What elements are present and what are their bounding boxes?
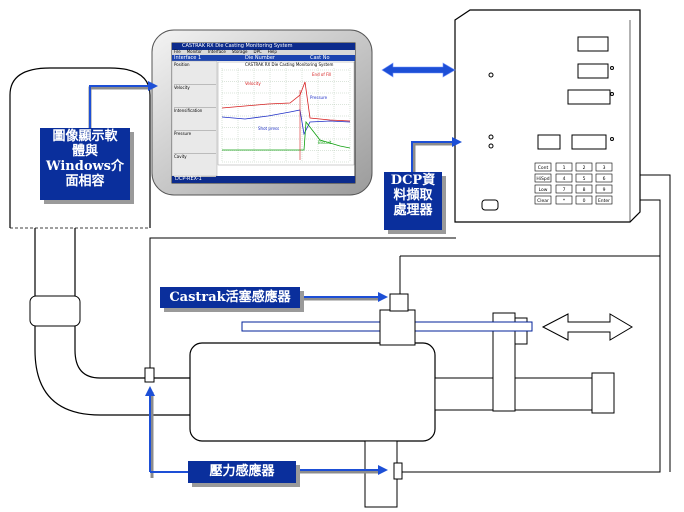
monitor-menu-item[interactable]: DPC (253, 49, 262, 54)
keypad-function-key[interactable] (534, 184, 552, 194)
keypad-key[interactable] (555, 173, 573, 183)
keypad-key[interactable] (575, 173, 593, 183)
keypad-key-label: 6 (603, 176, 606, 182)
monitor-chart-traces (221, 81, 351, 160)
monitor-panel-group: Cavity (174, 154, 216, 177)
keypad-key[interactable] (575, 184, 593, 194)
keypad-function-key[interactable] (534, 162, 552, 172)
monitor-panel-group: Velocity (174, 85, 216, 108)
sensor-cables (149, 174, 671, 473)
trace-label-shot: Shot press (258, 126, 280, 131)
keypad-key-label: * (563, 198, 566, 204)
trace-biscuit (222, 120, 351, 151)
keypad-key-label: 9 (603, 187, 606, 193)
pressure-pipe (144, 367, 403, 508)
monitor-menu-item[interactable]: Help (267, 49, 277, 54)
label-gui-line2: 體與 (71, 143, 98, 159)
keypad-key[interactable] (595, 184, 613, 194)
trace-label-pressure: Pressure (310, 95, 328, 100)
monitor-status: DCP-REX-1 (175, 176, 202, 182)
keypad-key[interactable] (555, 162, 573, 172)
keypad-key-label: 5 (583, 176, 586, 182)
keypad-key-label: 0 (583, 198, 586, 204)
trace-label-biscuit: Biscuit (318, 140, 332, 145)
label-dcp-line3: 處理器 (393, 202, 433, 218)
monitor-chart-grid (221, 68, 351, 163)
monitor-menu: File Monitor Interface Storage DPC Help (174, 49, 283, 54)
keypad-function-key[interactable] (534, 195, 552, 205)
keypad-key-label: 4 (563, 176, 566, 182)
keypad-function-key-label: Clear (537, 198, 549, 204)
keypad-function-key-label: Low (539, 187, 548, 193)
monitor-panel-group: Pressure (174, 131, 216, 154)
monitor-panel-group: Intensification (174, 108, 216, 131)
monitor (151, 29, 373, 196)
keypad-key[interactable] (595, 162, 613, 172)
label-gui-line1: 圖像顯示軟 (52, 129, 118, 144)
dcp-processor (454, 9, 641, 223)
label-dcp-line2: 料擷取 (393, 187, 433, 203)
castrak-sensor-assembly (241, 199, 661, 346)
injection-cylinder (189, 312, 615, 442)
monitor-title: CASTRAK RX Die Casting Monitoring System (182, 43, 293, 49)
monitor-titlebar (172, 43, 355, 50)
keypad-function-key-label: Cont (538, 165, 549, 171)
keypad-key-label: 2 (583, 165, 586, 171)
keypad-key[interactable] (555, 184, 573, 194)
monitor-chart-caption: CASTRAK RX Die Casting Monitoring System (245, 62, 334, 67)
pipe-coupling (29, 295, 81, 327)
label-gui-software: 圖像顯示軟 體與 Windows介 面相容 (40, 128, 130, 200)
keypad-key[interactable] (575, 195, 593, 205)
bidirectional-arrow (381, 62, 456, 78)
keypad-key[interactable] (575, 162, 593, 172)
keypad-key[interactable] (595, 195, 613, 205)
monitor-menu-item[interactable]: Storage (231, 49, 248, 54)
keypad-key-label: 3 (603, 165, 606, 171)
keypad-key-label: 7 (563, 187, 566, 193)
label-dcp-processor: DCP資 料擷取 處理器 (384, 172, 442, 230)
label-castrak-sensor: Castrak活塞感應器 (160, 287, 300, 308)
monitor-tab-right: Cast No (310, 55, 330, 61)
keypad-function-key-label: HiSpd (536, 176, 549, 182)
label-gui-line4: 面相容 (65, 173, 105, 189)
keypad-key-label: Enter (598, 198, 610, 204)
monitor-menu-item[interactable]: Monitor (186, 49, 202, 54)
keypad-key-label: 1 (563, 165, 566, 171)
keypad-function-key[interactable] (534, 173, 552, 183)
keypad-key[interactable] (555, 195, 573, 205)
keypad-key[interactable] (595, 173, 613, 183)
monitor-tab-mid: Die Number (245, 55, 275, 61)
trace-label-end: End of Fill (312, 72, 332, 77)
label-pressure-sensor: 壓力感應器 (188, 461, 296, 483)
piston-travel-arrow (541, 313, 633, 341)
monitor-menu-item[interactable]: Interface (207, 49, 226, 54)
monitor-panel-group: Position (174, 62, 216, 85)
hydraulic-pipe (34, 228, 192, 416)
monitor-tab-left: Interface 1 (174, 55, 202, 61)
label-dcp-line1: DCP資 (390, 173, 436, 188)
connection-arrows (88, 62, 462, 478)
trace-label-velocity: Velocity (245, 81, 261, 86)
keypad-key-label: 8 (583, 187, 586, 193)
monitor-menu-item[interactable]: File (174, 49, 181, 54)
label-gui-line3: Windows介 (45, 158, 125, 174)
